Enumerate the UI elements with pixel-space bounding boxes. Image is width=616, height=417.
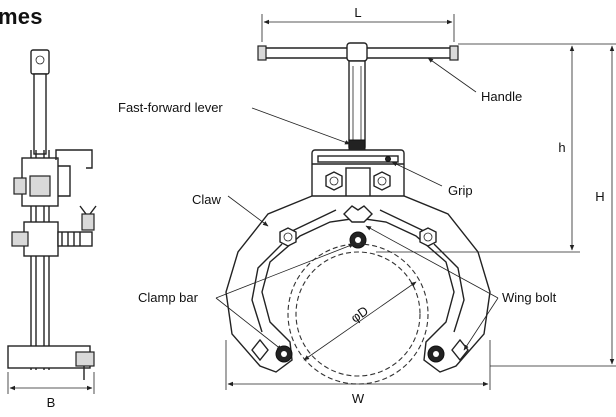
screw-shaft — [348, 60, 366, 148]
dimension-L: L — [354, 5, 361, 20]
dimension-B: B — [47, 395, 56, 410]
label-clamp-bar: Clamp bar — [138, 290, 199, 305]
dimension-H: H — [595, 189, 604, 204]
label-wing-bolt: Wing bolt — [502, 290, 557, 305]
dimension-h: h — [558, 140, 565, 155]
label-fast-forward-lever: Fast-forward lever — [118, 100, 223, 115]
front-view — [225, 42, 491, 385]
dimension-W: W — [352, 391, 365, 406]
side-view — [7, 49, 97, 394]
label-grip: Grip — [448, 183, 473, 198]
fast-forward-lever-part — [348, 139, 366, 151]
page-title: mes — [0, 4, 43, 29]
dimension-phi-D: φD — [348, 303, 371, 326]
pipe-outline — [287, 243, 429, 385]
label-handle: Handle — [481, 89, 522, 104]
label-claw: Claw — [192, 192, 222, 207]
